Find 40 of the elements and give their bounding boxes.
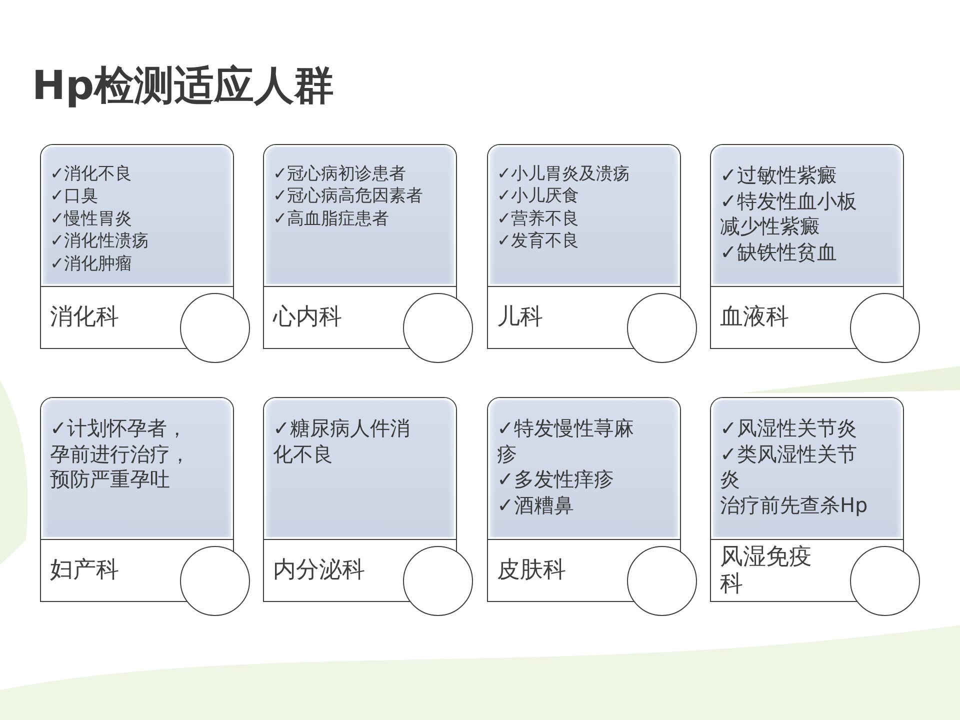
department-card: [40, 144, 234, 349]
checklist-item: ✓计划怀孕者，孕前进行治疗，预防严重孕吐: [50, 416, 191, 493]
checklist-item: ✓口臭: [50, 185, 100, 208]
department-card: [487, 144, 681, 349]
checklist-item: ✓类风湿性关节炎: [720, 442, 858, 493]
checklist-item: ✓消化性溃疡: [50, 230, 150, 253]
checklist-item: ✓营养不良: [497, 208, 580, 230]
department-name: 心内科: [273, 304, 343, 331]
department-card: [710, 144, 904, 349]
checklist-item: ✓高血脂症患者: [273, 208, 390, 230]
checklist-item: ✓特发性血小板减少性紫癜: [720, 188, 858, 240]
checklist-item: ✓缺铁性贫血: [720, 240, 838, 266]
checklist-item: ✓特发慢性荨麻疹: [497, 416, 635, 468]
department-card: [40, 397, 234, 602]
checklist-item: ✓发育不良: [497, 230, 580, 253]
checklist-item: ✓风湿性关节炎: [720, 416, 858, 442]
checklist-item: ✓冠心病高危因素者: [273, 185, 424, 208]
checklist-item: ✓多发性痒疹: [497, 467, 615, 493]
checklist-item: ✓糖尿病人件消化不良: [273, 416, 411, 468]
slide-title: Hp检测适应人群: [32, 63, 334, 109]
checklist-item: ✓小儿厌食: [497, 185, 580, 208]
checklist-item: ✓酒糟鼻: [497, 492, 575, 518]
department-name: 妇产科: [50, 557, 120, 584]
checklist-item: ✓慢性胃炎: [50, 208, 134, 230]
checklist-item: ✓消化不良: [50, 163, 134, 186]
department-name: 皮肤科: [497, 557, 567, 584]
department-card: [263, 144, 457, 349]
checklist-item: 治疗前先查杀Hp: [720, 492, 869, 518]
department-name: 内分泌科: [273, 557, 366, 584]
department-name: 风湿免疫科: [720, 544, 813, 597]
department-card: [710, 397, 904, 602]
department-name: 儿科: [497, 304, 544, 331]
checklist-item: ✓过敏性紫癜: [720, 163, 838, 189]
department-card: [487, 397, 681, 602]
department-name: 血液科: [720, 304, 790, 331]
checklist-item: ✓小儿胃炎及溃疡: [497, 163, 632, 186]
checklist-item: ✓消化肿瘤: [50, 252, 134, 276]
checklist-item: ✓冠心病初诊患者: [273, 163, 408, 186]
department-card: [263, 397, 457, 602]
department-name: 消化科: [50, 304, 120, 331]
